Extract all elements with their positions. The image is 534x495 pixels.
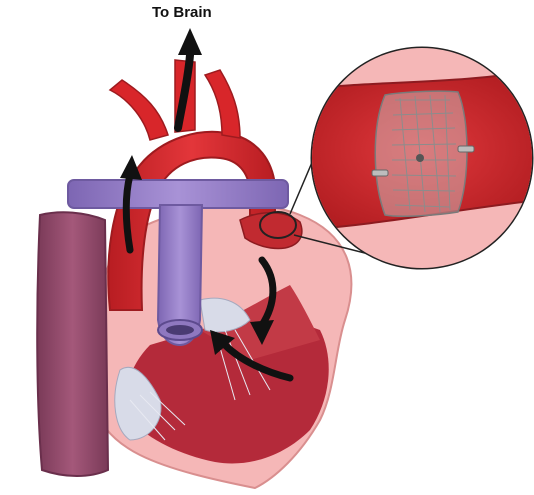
- to-brain-label: To Brain: [152, 4, 212, 21]
- left-atrium-column: [37, 212, 108, 476]
- stent-device: [372, 91, 474, 216]
